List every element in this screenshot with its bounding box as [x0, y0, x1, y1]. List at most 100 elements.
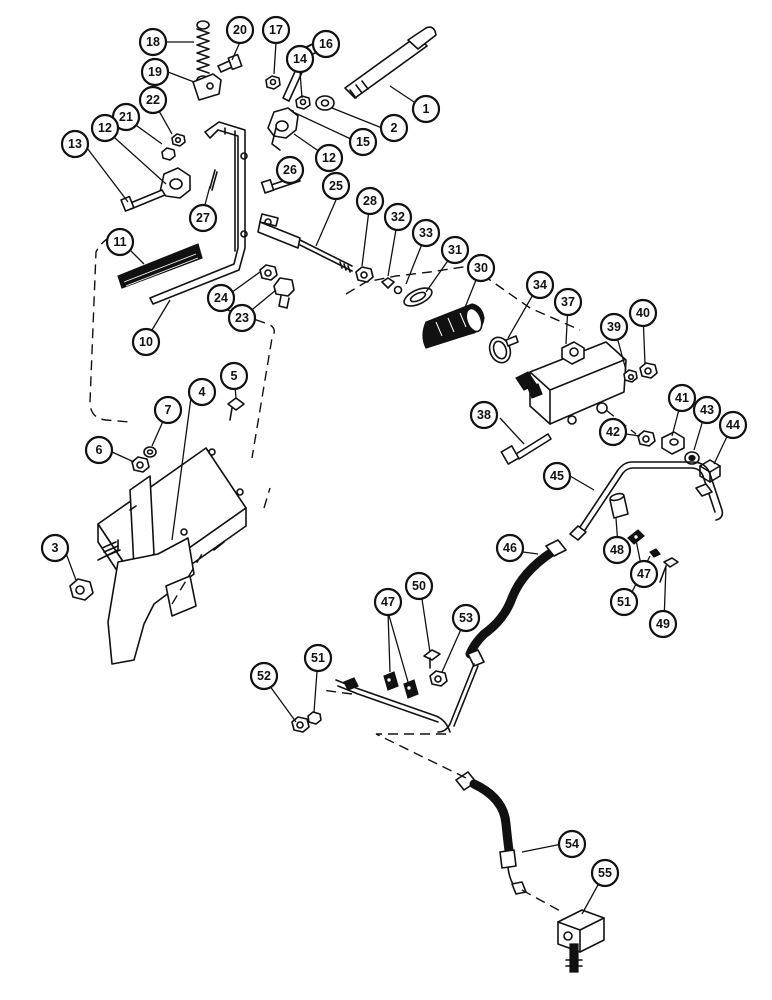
part-30-rubber-boot: [422, 303, 485, 349]
callout-5: 5: [219, 361, 249, 391]
part-34-hose-clamp: [488, 335, 519, 364]
callout-34: 34: [525, 270, 555, 300]
part-25-push-rod: [257, 213, 353, 273]
callout-50: 50: [404, 571, 434, 601]
svg-text:38: 38: [477, 408, 491, 422]
svg-text:22: 22: [146, 93, 160, 107]
callout-26: 26: [275, 155, 305, 185]
callout-22: 22: [138, 85, 168, 115]
part-47-clip-right: [403, 679, 419, 699]
part-48-sleeve: [609, 492, 629, 519]
callout-11: 11: [105, 227, 135, 257]
svg-text:43: 43: [700, 403, 714, 417]
svg-text:52: 52: [257, 669, 271, 683]
part-52-nut: [291, 716, 310, 733]
svg-text:17: 17: [269, 23, 283, 37]
callout-16: 16: [311, 29, 341, 59]
brake-line-rigid: [335, 677, 451, 733]
part-4-mounting-bracket: [97, 447, 247, 665]
svg-text:20: 20: [233, 23, 247, 37]
callouts-layer: 18 19 20 17 16 14 1 2 15 12 22 21 12 13 …: [40, 15, 748, 888]
callout-38: 38: [469, 400, 499, 430]
callout-20: 20: [225, 15, 255, 45]
part-12-bushing-right: [267, 107, 299, 151]
part-18-return-spring: [196, 20, 210, 85]
callout-19: 19: [140, 57, 170, 87]
part-47-clip-upper: [627, 529, 645, 545]
part-14-nut: [295, 95, 311, 110]
callout-41: 41: [667, 383, 697, 413]
svg-text:32: 32: [391, 210, 405, 224]
svg-text:7: 7: [165, 403, 172, 417]
callout-10: 10: [131, 327, 161, 357]
svg-text:55: 55: [598, 866, 612, 880]
part-55-brake-valve: [557, 909, 605, 973]
svg-text:51: 51: [617, 595, 631, 609]
callout-55: 55: [590, 858, 620, 888]
part-21-nut: [161, 147, 176, 161]
callout-14: 14: [285, 44, 315, 74]
svg-text:53: 53: [459, 611, 473, 625]
svg-text:24: 24: [214, 291, 228, 305]
callout-54: 54: [557, 829, 587, 859]
part-38-bolt: [500, 433, 552, 465]
part-1-pedal-shaft: [344, 26, 437, 99]
svg-text:15: 15: [356, 135, 370, 149]
part-33-washer: [393, 285, 403, 295]
assembly-dashed-lines: [89, 231, 637, 913]
svg-text:23: 23: [235, 311, 249, 325]
callout-12-left: 12: [90, 113, 120, 143]
svg-text:49: 49: [656, 617, 670, 631]
callout-43: 43: [692, 395, 722, 425]
callout-23: 23: [227, 303, 257, 333]
svg-text:5: 5: [231, 369, 238, 383]
part-2-washer: [315, 95, 335, 111]
svg-text:48: 48: [610, 543, 624, 557]
part-43-washer: [684, 451, 700, 465]
svg-text:47: 47: [381, 595, 395, 609]
part-37-master-cylinder: [515, 341, 627, 425]
svg-text:46: 46: [503, 541, 517, 555]
svg-text:28: 28: [363, 194, 377, 208]
svg-text:11: 11: [113, 235, 126, 249]
callout-46: 46: [495, 533, 525, 563]
part-50-screw: [423, 649, 441, 669]
svg-text:37: 37: [561, 295, 575, 309]
callout-18: 18: [138, 27, 168, 57]
part-40-nut: [639, 362, 658, 379]
callout-52: 52: [249, 661, 279, 691]
callout-21: 21: [111, 102, 141, 132]
part-19-spring-bracket: [192, 73, 222, 101]
part-44-banjo-bolt: [699, 459, 721, 483]
callout-1: 1: [411, 94, 441, 124]
svg-text:4: 4: [199, 385, 206, 399]
part-45-brake-pipe: [569, 461, 724, 541]
callout-30: 30: [466, 253, 496, 283]
part-39-nut: [623, 369, 638, 383]
svg-text:40: 40: [636, 306, 650, 320]
svg-text:31: 31: [448, 243, 462, 257]
svg-text:19: 19: [148, 65, 162, 79]
svg-text:33: 33: [419, 226, 433, 240]
callout-15: 15: [348, 127, 378, 157]
svg-text:34: 34: [533, 278, 547, 292]
svg-text:41: 41: [675, 391, 689, 405]
callout-12-right: 12: [314, 143, 344, 173]
part-17-nut: [265, 75, 281, 90]
svg-text:13: 13: [68, 137, 82, 151]
callout-39: 39: [599, 312, 629, 342]
callout-28: 28: [355, 186, 385, 216]
part-51-washer-lower: [307, 711, 322, 725]
callout-31: 31: [440, 235, 470, 265]
callout-40: 40: [628, 298, 658, 328]
svg-text:51: 51: [311, 651, 325, 665]
callout-51-lower: 51: [303, 643, 333, 673]
part-3-lock-nut: [69, 578, 94, 601]
callout-24: 24: [206, 283, 236, 313]
svg-text:16: 16: [319, 37, 333, 51]
callout-33: 33: [411, 218, 441, 248]
part-47-clip-left: [383, 671, 399, 691]
callout-37: 37: [553, 287, 583, 317]
part-6-nut: [131, 456, 150, 473]
part-41-adapter: [661, 431, 685, 455]
